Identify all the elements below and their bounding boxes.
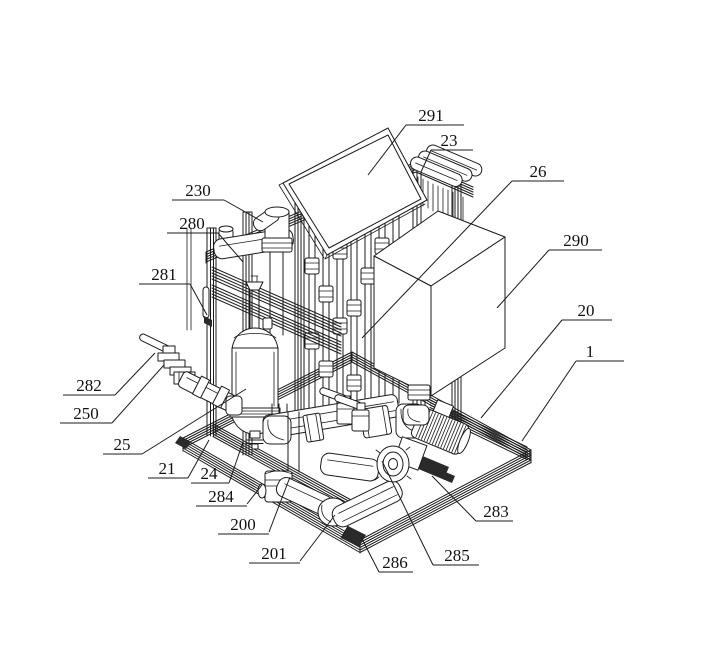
part-label-291: 291 xyxy=(367,106,464,176)
label-text-21: 21 xyxy=(159,459,176,478)
part-label-280: 280 xyxy=(167,214,244,263)
tank-side-elbow xyxy=(262,415,292,445)
leader-line-284 xyxy=(246,484,263,505)
tilted-panel xyxy=(278,127,428,260)
leader-line-20 xyxy=(480,319,563,419)
left-corner-bracket xyxy=(175,436,191,449)
leader-line-24 xyxy=(228,441,244,484)
label-text-25: 25 xyxy=(114,435,131,454)
label-text-1: 1 xyxy=(586,342,595,361)
label-text-286: 286 xyxy=(382,553,408,572)
part-label-290: 290 xyxy=(496,231,602,309)
part-label-282: 282 xyxy=(63,352,156,396)
part-label-24: 24 xyxy=(191,441,244,484)
leader-line-201 xyxy=(299,514,336,562)
leader-line-21 xyxy=(187,439,210,479)
discharge-pipe xyxy=(402,384,431,426)
label-text-280: 280 xyxy=(179,214,205,233)
valve-assembly xyxy=(139,333,243,416)
label-text-291: 291 xyxy=(418,106,444,125)
leader-line-250 xyxy=(111,364,165,424)
part-label-283: 283 xyxy=(431,475,513,522)
suction-pipe xyxy=(320,452,380,482)
part-label-281: 281 xyxy=(139,265,208,316)
part-label-20: 20 xyxy=(480,301,612,419)
label-text-23: 23 xyxy=(441,131,458,150)
inlet-elbow xyxy=(252,206,293,336)
part-label-250: 250 xyxy=(60,364,165,424)
part-label-1: 1 xyxy=(521,342,624,442)
part-label-23: 23 xyxy=(420,131,473,173)
pump-unit xyxy=(374,384,471,483)
label-text-281: 281 xyxy=(151,265,177,284)
tank-drain xyxy=(245,430,265,450)
label-text-200: 200 xyxy=(230,515,256,534)
control-box xyxy=(373,210,506,397)
leader-line-282 xyxy=(114,352,156,396)
label-text-20: 20 xyxy=(578,301,595,320)
part-label-286: 286 xyxy=(360,536,413,573)
label-text-284: 284 xyxy=(208,487,234,506)
part-label-25: 25 xyxy=(103,388,247,455)
part-label-285: 285 xyxy=(381,460,479,566)
label-text-283: 283 xyxy=(483,502,509,521)
leader-line-286 xyxy=(360,536,380,573)
leader-line-25 xyxy=(141,388,247,455)
left-side-rails xyxy=(211,266,342,355)
leader-line-291 xyxy=(367,124,407,176)
frame-corner-bracket xyxy=(340,525,366,547)
part-label-200: 200 xyxy=(218,476,291,535)
leader-line-1 xyxy=(521,360,577,442)
part-label-26: 26 xyxy=(361,162,564,339)
down-pipe xyxy=(287,411,300,473)
inline-valve-2 xyxy=(334,394,370,432)
label-text-290: 290 xyxy=(563,231,589,250)
pump-flange xyxy=(374,445,412,483)
label-text-24: 24 xyxy=(201,464,219,483)
part-label-230: 230 xyxy=(172,181,264,223)
label-text-282: 282 xyxy=(76,376,102,395)
label-text-250: 250 xyxy=(73,404,99,423)
leader-line-23 xyxy=(420,149,432,173)
leader-line-290 xyxy=(496,249,550,309)
part-label-284: 284 xyxy=(196,484,263,507)
leader-line-285 xyxy=(381,460,434,566)
pump-base-plate2 xyxy=(416,461,455,483)
leader-line-26 xyxy=(361,180,513,339)
leader-line-200 xyxy=(268,476,291,533)
label-text-285: 285 xyxy=(444,546,470,565)
leader-line-280 xyxy=(217,232,244,263)
leader-line-281 xyxy=(189,283,208,316)
part-label-201: 201 xyxy=(249,514,336,564)
leader-line-283 xyxy=(431,475,477,522)
leader-line-230 xyxy=(223,199,264,223)
label-text-230: 230 xyxy=(185,181,211,200)
label-text-201: 201 xyxy=(261,544,287,563)
part-label-21: 21 xyxy=(148,439,210,479)
label-text-26: 26 xyxy=(530,162,547,181)
